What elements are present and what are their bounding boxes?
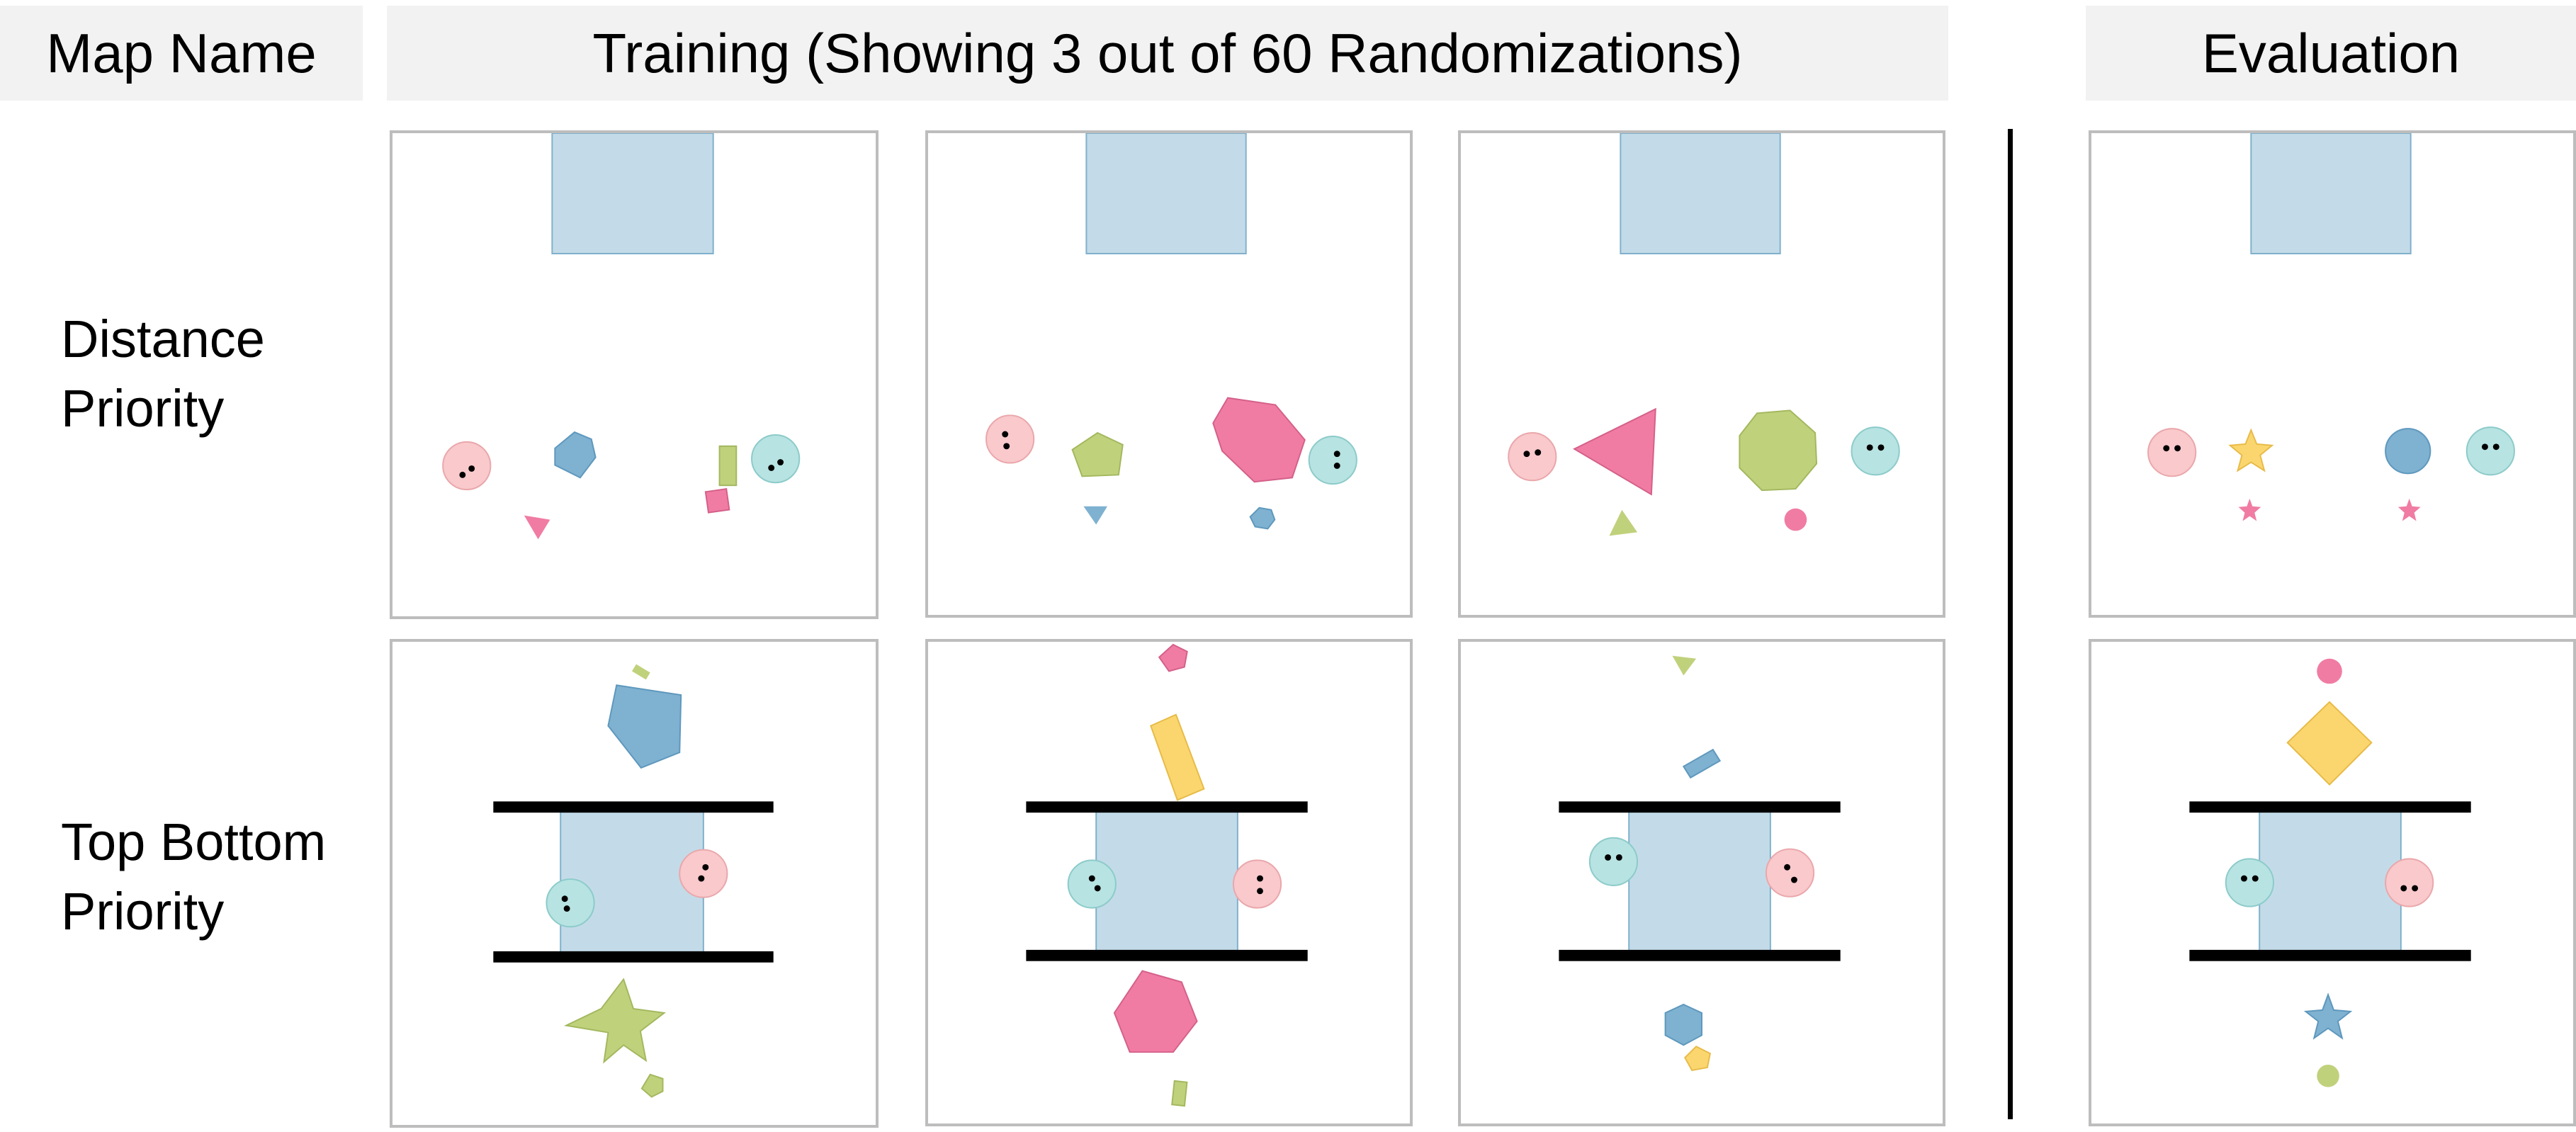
header-training-text: Training (Showing 3 out of 60 Randomizat… — [592, 21, 1743, 84]
map-canvas — [985, 133, 1357, 530]
top-wall — [493, 801, 774, 813]
map-topbottom-training-1 — [390, 639, 879, 1128]
pink-agent — [1232, 859, 1282, 909]
goal-zone — [1095, 806, 1238, 955]
row-label-line: Priority — [61, 882, 225, 941]
map-topbottom-evaluation — [2089, 639, 2576, 1126]
cyan-agent — [1067, 859, 1117, 909]
bottom-wall — [493, 951, 774, 963]
goal-zone — [2250, 133, 2412, 254]
pink-agent — [1765, 848, 1815, 898]
map-canvas — [442, 133, 801, 540]
row-label-distance-priority: Distance Priority — [61, 305, 265, 443]
goal-zone — [1620, 133, 1781, 254]
goal-zone — [1628, 806, 1771, 955]
goal-zone — [1085, 133, 1247, 254]
cyan-agent — [1308, 435, 1357, 485]
cyan-agent — [2225, 858, 2274, 907]
cyan-agent — [1851, 426, 1900, 476]
green-pentagon-small — [640, 1073, 664, 1098]
pink-circle — [2317, 658, 2342, 684]
bottom-wall — [2189, 949, 2471, 961]
map-topbottom-training-3 — [1458, 639, 1945, 1126]
goal-zone — [560, 806, 704, 956]
goal-zone — [551, 133, 714, 254]
header-map-name: Map Name — [0, 6, 363, 101]
blue-hexagon — [1664, 1003, 1702, 1046]
yellow-rectangle — [1150, 713, 1205, 801]
top-wall — [1026, 801, 1308, 813]
goal-zone — [2259, 806, 2402, 955]
pink-pentagon — [1158, 643, 1188, 672]
yellow-star — [2228, 428, 2274, 472]
pink-agent — [679, 849, 728, 898]
green-rectangle-small — [1171, 1080, 1188, 1107]
blue-circle — [2385, 428, 2431, 475]
bottom-wall — [1559, 949, 1841, 961]
map-canvas — [1026, 643, 1308, 1107]
pink-circle — [1784, 508, 1807, 531]
map-canvas — [2147, 133, 2515, 521]
blue-triangle — [1083, 506, 1108, 525]
blue-rectangle — [1682, 748, 1722, 779]
cyan-agent — [751, 434, 801, 484]
green-triangle — [1609, 509, 1638, 536]
top-wall — [2189, 801, 2471, 813]
green-heptagon — [1739, 409, 1818, 492]
yellow-diamond — [2286, 701, 2373, 786]
pink-star-left — [2238, 498, 2261, 521]
cyan-agent — [2465, 426, 2515, 476]
map-distance-training-2 — [925, 130, 1413, 618]
blue-star — [2303, 992, 2353, 1040]
blue-pentagon — [607, 684, 682, 769]
map-distance-evaluation — [2089, 130, 2576, 618]
cyan-agent — [546, 878, 595, 928]
row-label-line: Top Bottom — [61, 813, 327, 871]
pink-agent — [2385, 858, 2434, 907]
cyan-agent — [1588, 837, 1639, 886]
pink-star-right — [2397, 498, 2421, 521]
map-distance-training-1 — [390, 130, 879, 619]
pink-square — [704, 488, 730, 514]
map-canvas — [2189, 658, 2471, 1087]
row-label-line: Priority — [61, 379, 225, 438]
map-distance-training-3 — [1458, 130, 1945, 618]
pink-agent — [985, 414, 1035, 464]
green-rectangle — [718, 445, 738, 487]
pink-agent — [442, 441, 492, 491]
green-circle — [2317, 1064, 2339, 1087]
blue-hexagon — [1249, 506, 1276, 530]
top-wall — [1559, 801, 1841, 813]
pink-agent — [2147, 428, 2197, 477]
header-evaluation: Evaluation — [2086, 6, 2576, 101]
green-pentagon — [1071, 431, 1124, 477]
map-canvas — [493, 664, 774, 1098]
row-label-top-bottom-priority: Top Bottom Priority — [61, 808, 326, 946]
green-triangle — [1672, 655, 1697, 676]
pink-triangle — [1573, 407, 1656, 496]
row-label-line: Distance — [61, 310, 265, 368]
pink-triangle — [524, 515, 550, 540]
green-rectangle-small — [632, 664, 650, 680]
map-topbottom-training-2 — [925, 639, 1413, 1126]
header-training: Training (Showing 3 out of 60 Randomizat… — [387, 6, 1948, 101]
bottom-wall — [1026, 949, 1308, 961]
yellow-pentagon — [1684, 1046, 1711, 1071]
blue-pentagon — [554, 431, 597, 479]
training-evaluation-divider — [2008, 129, 2013, 1119]
header-evaluation-text: Evaluation — [2201, 21, 2461, 84]
pink-agent — [1508, 432, 1557, 482]
header-map-name-text: Map Name — [46, 21, 317, 84]
green-star — [563, 978, 666, 1064]
map-canvas — [1559, 655, 1841, 1071]
pink-hexagon — [1212, 397, 1306, 483]
map-canvas — [1508, 133, 1900, 536]
pink-hexagon — [1113, 970, 1198, 1053]
